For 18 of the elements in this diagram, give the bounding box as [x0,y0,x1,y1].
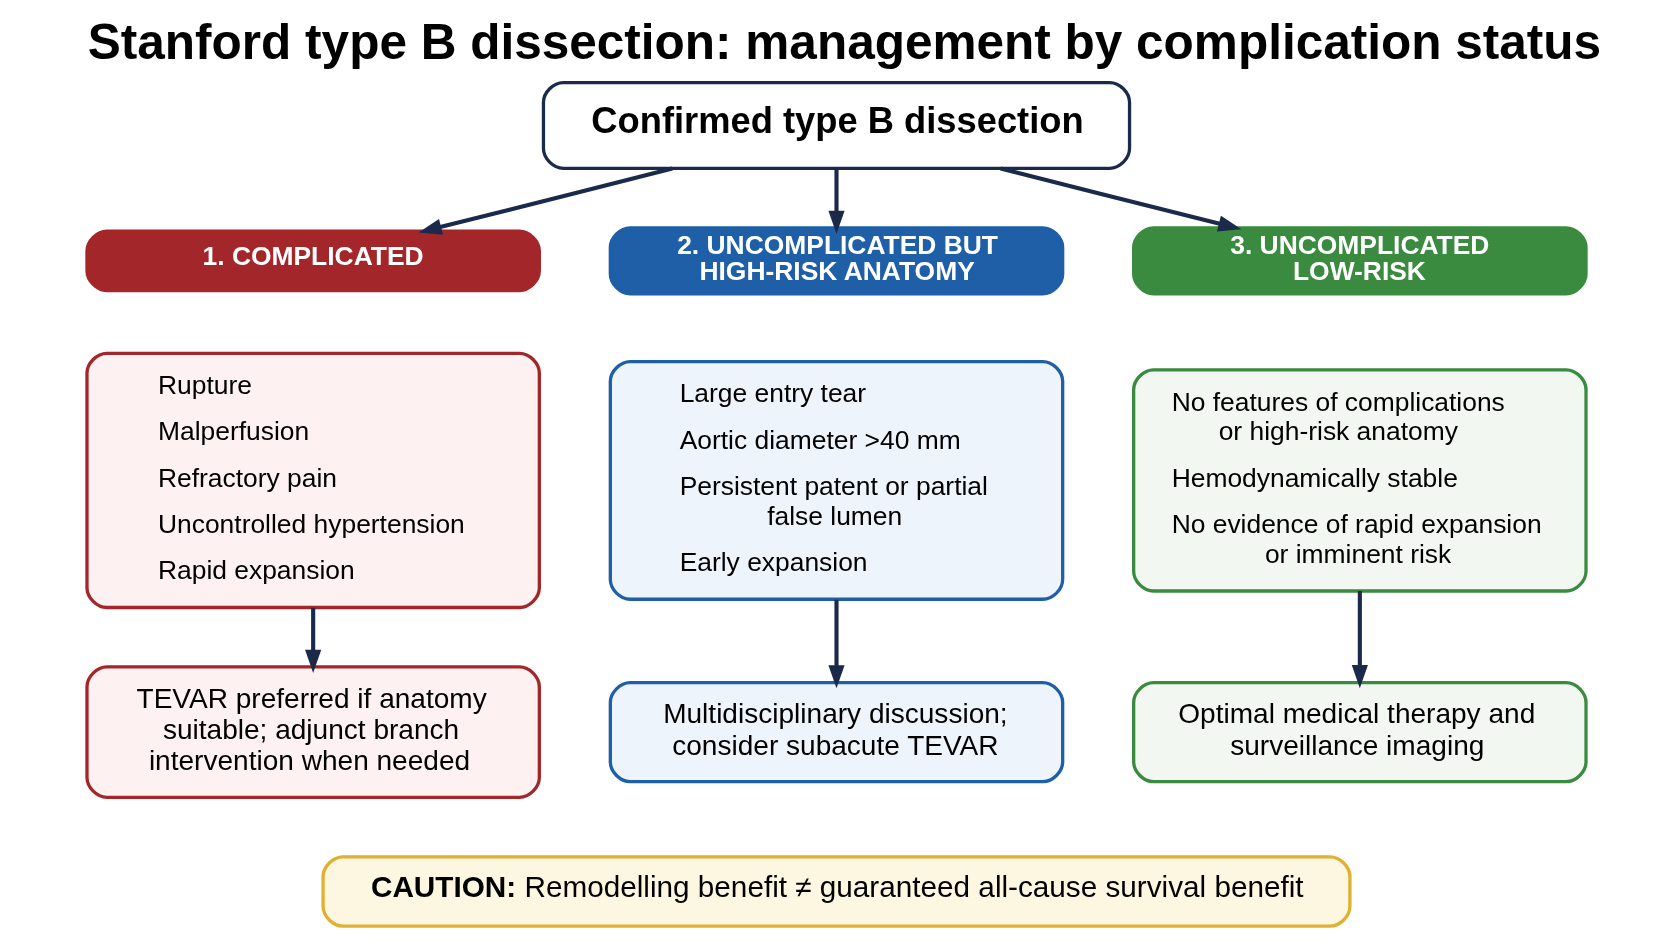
arrow [418,166,673,235]
arrow [304,607,321,673]
node-box: TEVAR preferred if anatomy suitable; adjunct branch intervention when needed [84,665,541,800]
node-box: CAUTION: Remodelling benefit ≠ guaranteed all-cause survival benefit [320,855,1352,928]
node-box: 2. UNCOMPLICATED BUT HIGH-RISK ANATOMY [608,226,1064,296]
node-box: 1. COMPLICATED [84,229,541,293]
node-box: Confirmed type B dissection [541,80,1131,171]
diagram-title: Stanford type B dissection: management by complication status [87,14,1601,70]
arrow [827,168,845,234]
arrow [999,166,1241,232]
arrow [827,599,845,689]
node-box: No features of complications or high-risk anatomy Hemodynamically stable No evidence of rapid expansion or imminent risk [1131,368,1588,593]
node-box: 3. UNCOMPLICATED LOW-RISK [1131,226,1588,296]
node-box: Rupture Malperfusion Refractory pain Uncontrolled hypertension Rapid expansion [84,351,541,610]
arrow [1351,591,1368,689]
node-box: Multidisciplinary discussion; consider subacute TEVAR [608,681,1064,784]
node-box: Large entry tear Aortic diameter >40 mm Persistent patent or partial false lumen Early expansion [608,359,1064,601]
node-box: Optimal medical therapy and surveillance imaging [1131,681,1588,784]
